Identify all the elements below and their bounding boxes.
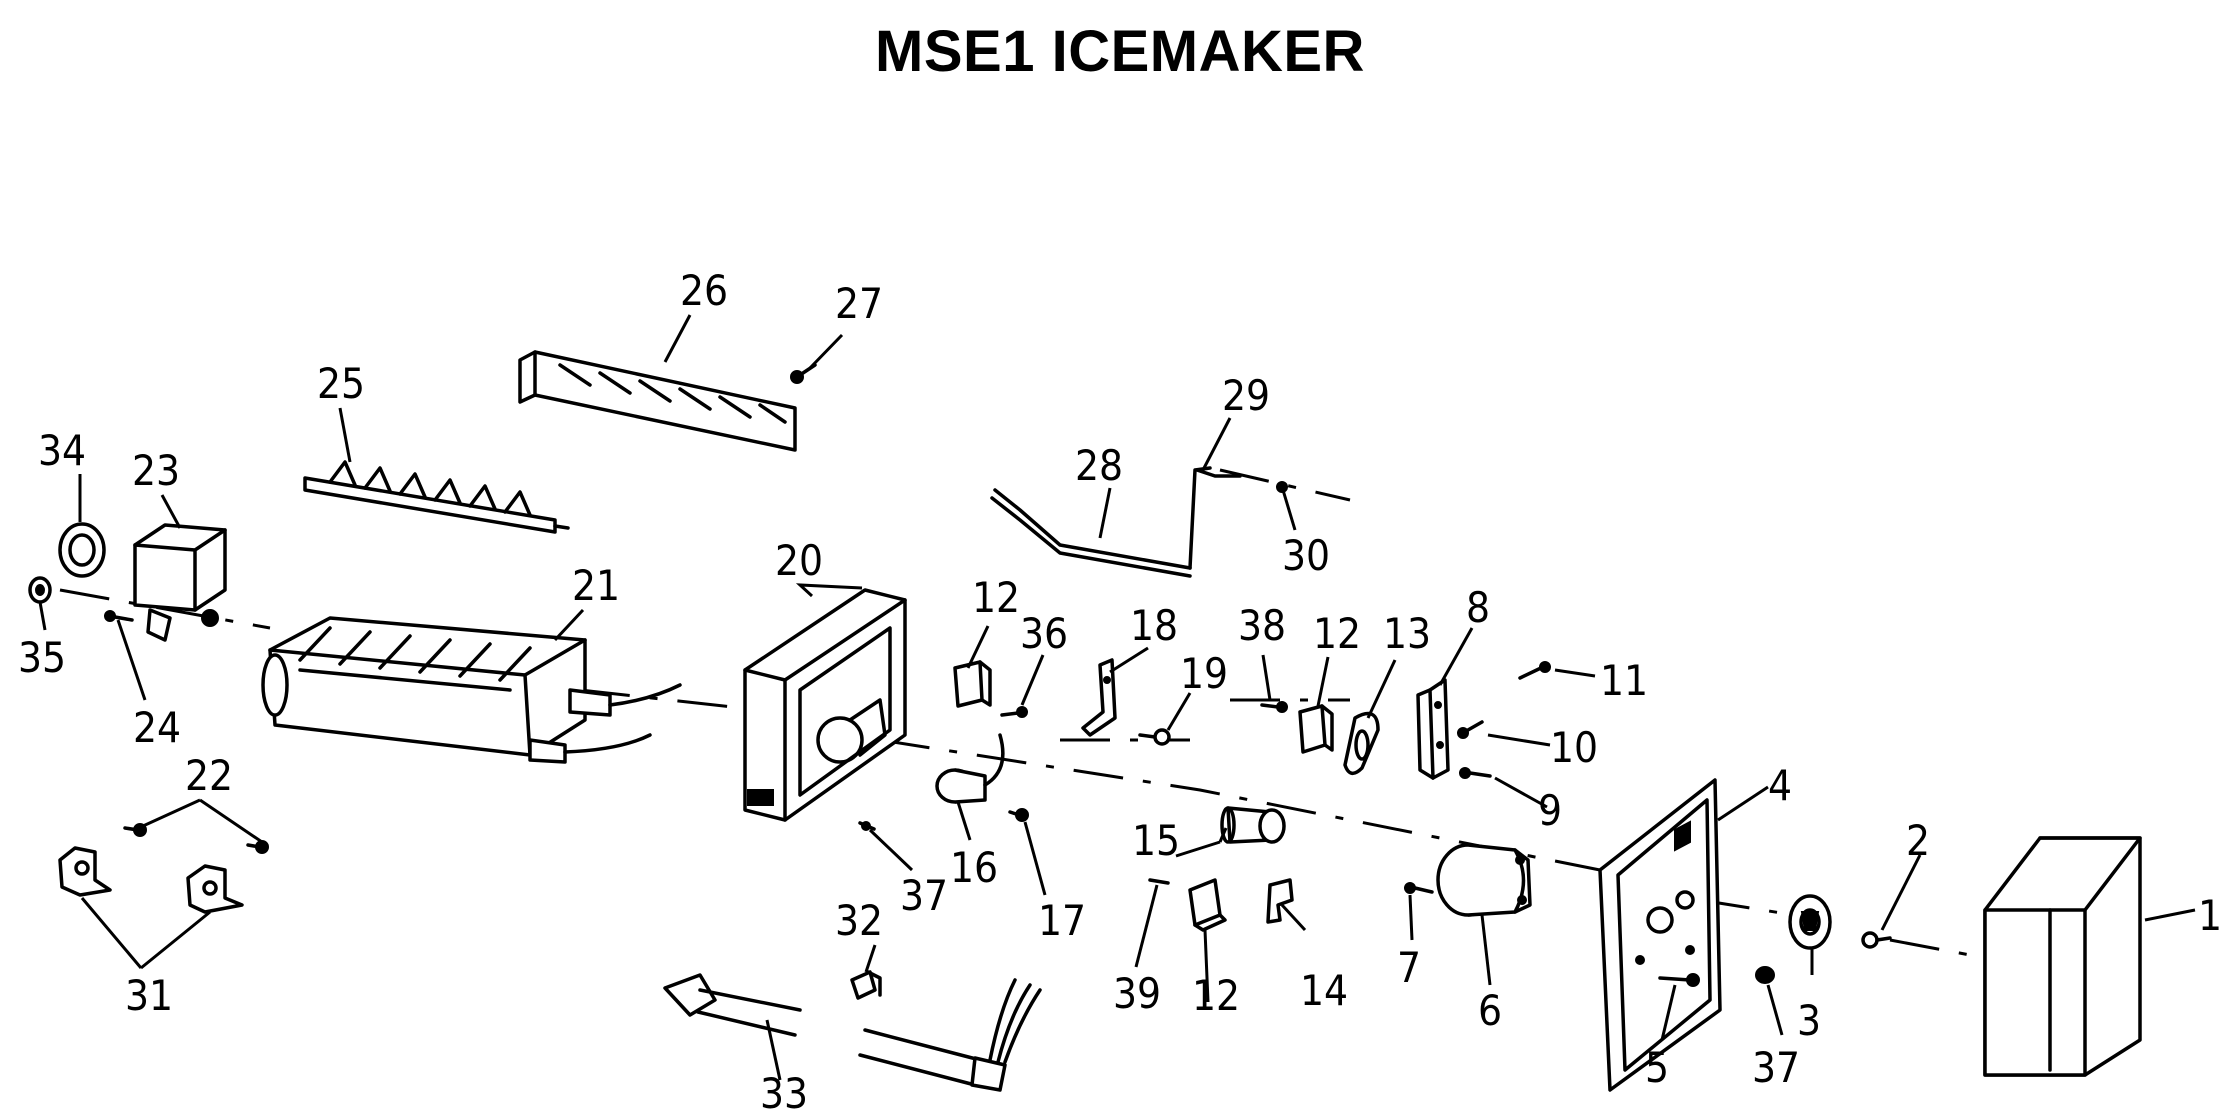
part-22-screws	[123, 823, 269, 854]
part-14-clip	[1266, 878, 1294, 924]
part-12c-switch	[1188, 878, 1227, 932]
part-13-link	[1343, 711, 1380, 775]
part-11-screw	[1518, 661, 1551, 680]
part-1-front-cover	[1983, 836, 2142, 1077]
part-18-lever	[1081, 658, 1117, 737]
label-22: 22	[185, 751, 233, 800]
label-3: 3	[1797, 996, 1821, 1045]
label-14: 14	[1300, 966, 1348, 1015]
label-26: 26	[680, 266, 728, 315]
diagram-title: MSE1 ICEMAKER	[875, 19, 1365, 84]
label-25: 25	[317, 359, 365, 408]
label-4: 4	[1768, 761, 1792, 810]
label-9: 9	[1538, 786, 1562, 835]
part-8-bracket	[1416, 678, 1450, 780]
label-38: 38	[1238, 601, 1286, 650]
label-6: 6	[1478, 986, 1502, 1035]
label-28: 28	[1075, 441, 1123, 490]
label-7: 7	[1397, 943, 1421, 992]
label-12a: 12	[972, 573, 1020, 622]
label-20: 20	[775, 536, 823, 585]
label-39: 39	[1113, 969, 1161, 1018]
part-10-screw	[1457, 720, 1484, 739]
part-38-screw	[1260, 701, 1288, 713]
part-37b-plug	[1755, 966, 1775, 984]
label-23: 23	[132, 446, 180, 495]
part-3-gear	[1788, 894, 1832, 950]
label-37b: 37	[1752, 1043, 1800, 1092]
label-29: 29	[1222, 371, 1270, 420]
part-6-motor	[1436, 843, 1532, 917]
label-32: 32	[835, 896, 883, 945]
label-27: 27	[835, 279, 883, 328]
part-39-pin	[1148, 878, 1170, 885]
part-23-mold-cover	[133, 523, 227, 642]
label-8: 8	[1466, 583, 1490, 632]
label-5: 5	[1645, 1043, 1669, 1092]
part-32-connector	[850, 970, 882, 1000]
part-24-screw	[104, 610, 134, 622]
label-16: 16	[950, 843, 998, 892]
part-4-mounting-plate	[1598, 778, 1722, 1092]
label-12b: 12	[1313, 609, 1361, 658]
part-labels: 1 2 3 4 5 6 7 8 9 10 11 12 12 12 13 14 1…	[18, 266, 2222, 1118]
label-21: 21	[572, 561, 620, 610]
label-33: 33	[760, 1069, 808, 1118]
label-13: 13	[1383, 609, 1431, 658]
part-12b-switch	[1298, 704, 1334, 754]
part-16-water-valve	[935, 733, 1005, 804]
part-34-gasket	[58, 522, 106, 578]
label-15: 15	[1132, 816, 1180, 865]
label-37a: 37	[900, 871, 948, 920]
part-17-screw	[1008, 808, 1029, 822]
leader-lines	[38, 314, 2196, 1081]
label-19: 19	[1180, 649, 1228, 698]
part-26-stripper	[518, 350, 797, 452]
label-17: 17	[1038, 896, 1086, 945]
part-37a-screw	[858, 821, 876, 831]
part-19-screw	[1138, 728, 1171, 746]
label-24: 24	[133, 703, 181, 752]
part-9-screw	[1459, 767, 1492, 779]
part-30-nut	[1276, 481, 1288, 493]
part-36-screw	[1000, 706, 1028, 718]
label-30: 30	[1282, 531, 1330, 580]
label-1: 1	[2198, 891, 2222, 940]
part-31-brackets	[58, 846, 244, 914]
part-35-bushing	[28, 576, 52, 604]
part-2-screw	[1861, 931, 1892, 949]
label-36: 36	[1020, 609, 1068, 658]
part-7-screw	[1404, 882, 1434, 894]
part-15-thermostat	[1220, 806, 1286, 844]
part-20-housing	[743, 588, 907, 822]
part-12a-switch	[953, 660, 992, 708]
part-29-arm-link	[1195, 468, 1242, 478]
label-31: 31	[125, 971, 173, 1020]
label-2: 2	[1906, 816, 1930, 865]
part-21-ice-mold	[261, 616, 682, 764]
label-12c: 12	[1192, 971, 1240, 1020]
label-11: 11	[1600, 656, 1648, 705]
part-25-ejector	[303, 460, 570, 534]
label-35: 35	[18, 633, 66, 682]
label-10: 10	[1550, 723, 1598, 772]
part-33-wire-harness	[663, 973, 1042, 1092]
part-5-screw	[1658, 973, 1700, 987]
label-34: 34	[38, 426, 86, 475]
label-18: 18	[1130, 601, 1178, 650]
